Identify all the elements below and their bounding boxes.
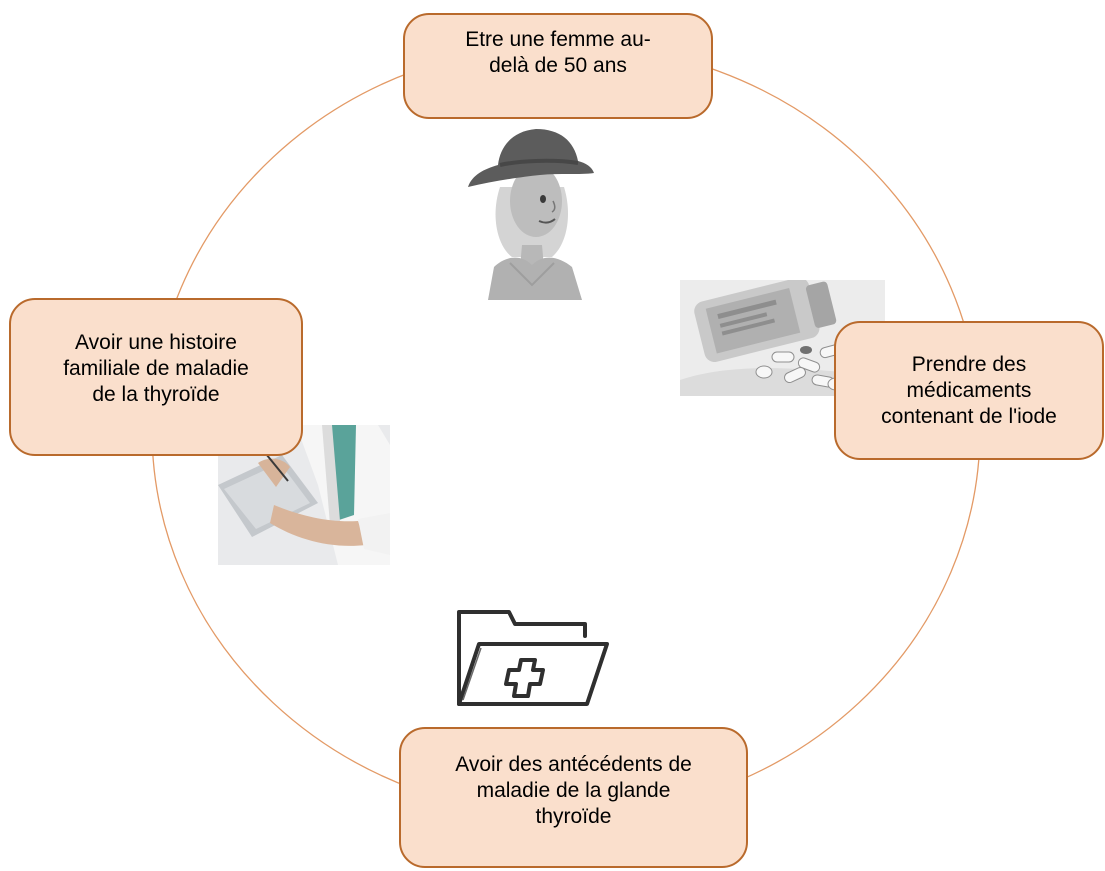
risk-node-line: Prendre des xyxy=(911,352,1027,376)
doctor-clipboard-icon xyxy=(218,425,390,565)
risk-node-line: familiale de maladie xyxy=(63,357,249,380)
risk-node-text: Etre une femme au- delà de 50 ans xyxy=(465,27,651,79)
doctor-writing-clipboard-photo xyxy=(218,425,390,565)
risk-node-thyroid-history: Avoir des antécédents de maladie de la g… xyxy=(399,727,748,868)
risk-node-line: thyroïde xyxy=(535,804,612,828)
risk-node-line: de la thyroïde xyxy=(92,383,220,406)
risk-node-text: Prendre des médicaments contenant de l'i… xyxy=(881,352,1057,430)
medical-folder-icon xyxy=(447,604,619,714)
woman-in-hat-icon xyxy=(468,129,594,300)
risk-node-line: médicaments xyxy=(906,378,1032,402)
risk-node-line: Avoir une histoire xyxy=(75,331,237,354)
risk-node-woman-over-50: Etre une femme au- delà de 50 ans xyxy=(403,13,713,119)
risk-node-text: Avoir des antécédents de maladie de la g… xyxy=(455,752,692,830)
risk-node-line: Etre une femme au- xyxy=(465,28,651,51)
risk-node-iodine-medication: Prendre des médicaments contenant de l'i… xyxy=(834,321,1104,460)
folder-cross-icon xyxy=(457,610,609,706)
risk-node-family-history: Avoir une histoire familiale de maladie … xyxy=(9,298,303,456)
risk-node-line: Avoir des antécédents de xyxy=(455,752,692,776)
risk-node-text: Avoir une histoire familiale de maladie … xyxy=(63,330,249,408)
woman-in-hat-illustration xyxy=(460,117,605,300)
risk-node-line: delà de 50 ans xyxy=(489,54,627,77)
risk-node-line: contenant de l'iode xyxy=(881,404,1057,428)
risk-node-line: maladie de la glande xyxy=(476,778,671,802)
